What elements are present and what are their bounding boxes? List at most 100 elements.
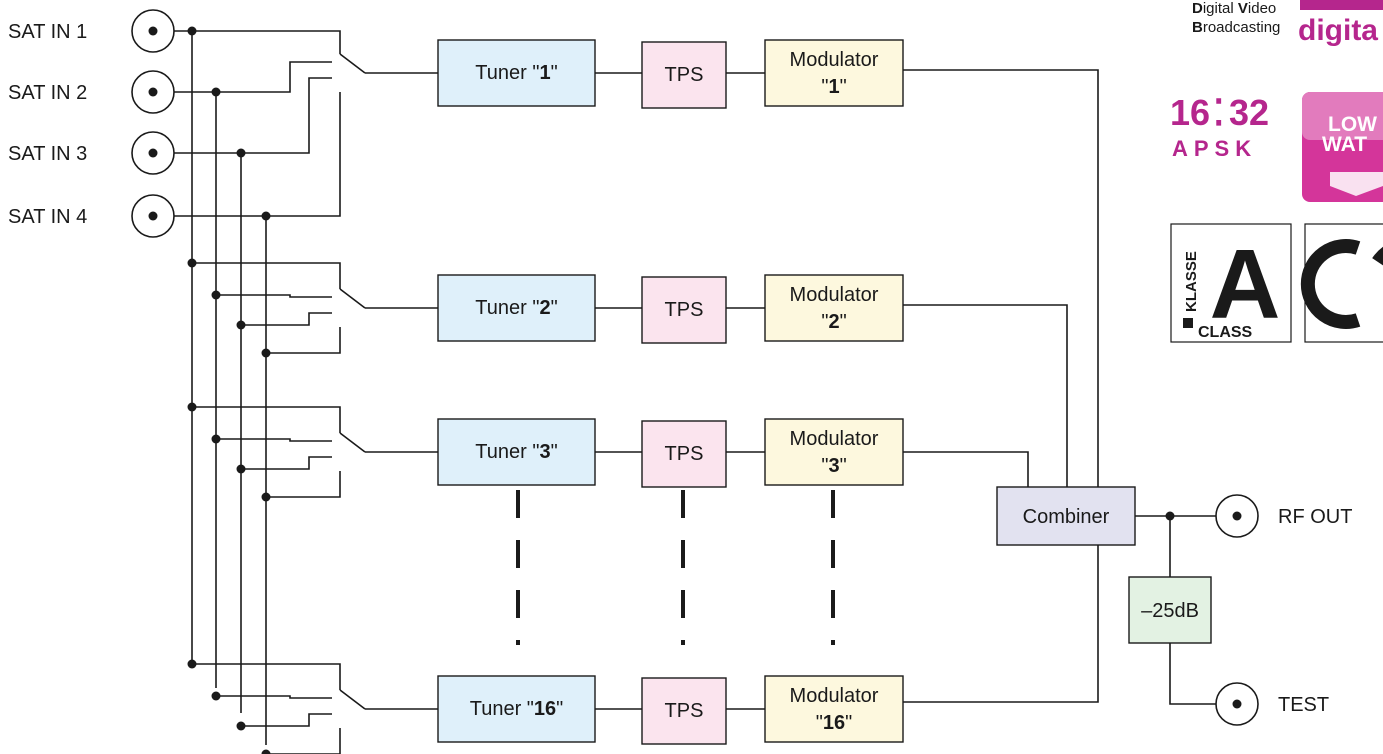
tps-box xyxy=(641,276,727,344)
modulator-output-wire xyxy=(903,451,1029,487)
sat-input-label: SAT IN 4 xyxy=(8,206,87,228)
low-water-text-1: LOW xyxy=(1328,113,1377,136)
dvb-text: roadcasting xyxy=(1203,19,1281,36)
connector-pin xyxy=(148,26,158,36)
apsk-number-16: 16 xyxy=(1170,92,1210,133)
tps-label: TPS xyxy=(665,64,704,86)
switch-leg xyxy=(192,663,341,690)
attenuator-label: –25dB xyxy=(1141,600,1199,622)
switch-leg xyxy=(216,294,332,298)
digital-logo-word: digita xyxy=(1298,14,1378,47)
switch-leg xyxy=(241,713,332,727)
switch-leg xyxy=(241,312,332,326)
modulator-quote: " xyxy=(845,712,852,734)
sat-input-connector xyxy=(131,70,175,114)
modulator-number: 16 xyxy=(823,712,845,734)
switch-leg xyxy=(241,456,332,470)
switch-leg xyxy=(266,92,341,217)
modulator-number: 3 xyxy=(828,455,839,477)
modulator-output-wire xyxy=(903,69,1099,487)
modulator-label: Modulator xyxy=(790,685,879,707)
rf-out-label: RF OUT xyxy=(1278,506,1352,528)
modulator-number-line: "2" xyxy=(821,311,846,333)
rf-out-connector xyxy=(1215,494,1259,538)
tuner-suffix: " xyxy=(556,698,563,720)
tuner-box xyxy=(437,274,596,342)
tuner-number: 2 xyxy=(539,297,550,319)
tps-box xyxy=(641,420,727,488)
modulator-quote: " xyxy=(840,455,847,477)
modulator-label: Modulator xyxy=(790,428,879,450)
apsk-number-32: 32 xyxy=(1229,92,1269,133)
klasse-class-text: CLASS xyxy=(1198,324,1253,341)
switch-blade xyxy=(339,53,366,74)
switch-leg xyxy=(192,30,341,54)
tuner-label: Tuner "3" xyxy=(475,441,557,463)
sat-input-connector xyxy=(131,9,175,53)
switch-leg xyxy=(266,471,341,498)
switch-leg xyxy=(216,438,332,442)
switch-leg xyxy=(266,327,341,354)
connector-pin xyxy=(148,148,158,158)
switch-leg xyxy=(192,262,341,289)
connector-pin xyxy=(1232,511,1242,521)
switch-leg xyxy=(241,77,332,154)
low-water-text-2: WAT xyxy=(1322,133,1367,156)
tuner-label: Tuner "16" xyxy=(470,698,564,720)
dvb-logo-line1: Digital Video xyxy=(1192,0,1276,17)
switch-blade xyxy=(339,288,366,309)
ce-e-icon xyxy=(1372,246,1383,266)
tuner-number: 3 xyxy=(539,441,550,463)
modulator-box xyxy=(764,274,904,342)
modulator-quote: " xyxy=(821,455,828,477)
ce-c-icon xyxy=(1300,239,1361,329)
modulator-label: Modulator xyxy=(790,284,879,306)
tuner-label: Tuner "1" xyxy=(475,62,557,84)
test-output-wire xyxy=(1169,643,1216,705)
digital-logo-bar xyxy=(1300,0,1383,10)
dvb-logo-line2: Broadcasting xyxy=(1192,19,1280,36)
connector-pin xyxy=(1232,699,1242,709)
tuner-box xyxy=(437,39,596,107)
tps-box xyxy=(641,41,727,109)
apsk-label: APSK xyxy=(1172,136,1257,161)
tuner-number: 1 xyxy=(539,62,550,84)
tuner-box xyxy=(437,418,596,486)
klasse-vertical-text: KLASSE xyxy=(1183,251,1200,312)
sat-input-connector xyxy=(131,131,175,175)
modulator-quote: " xyxy=(821,311,828,333)
tuner-suffix: " xyxy=(551,297,558,319)
sat-input-label: SAT IN 3 xyxy=(8,143,87,165)
tps-label: TPS xyxy=(665,700,704,722)
dvb-bold: V xyxy=(1238,0,1248,17)
switch-leg xyxy=(266,728,341,754)
low-water-badge-top xyxy=(1302,92,1383,140)
tuner-prefix: Tuner " xyxy=(470,698,534,720)
modulator-box xyxy=(764,418,904,486)
klasse-square xyxy=(1183,318,1193,328)
connector-pin xyxy=(148,211,158,221)
switch-leg xyxy=(192,406,341,433)
modulator-number: 2 xyxy=(828,311,839,333)
tuner-prefix: Tuner " xyxy=(475,441,539,463)
dvb-text: igital xyxy=(1203,0,1238,17)
sat-input-connector xyxy=(131,194,175,238)
tuner-prefix: Tuner " xyxy=(475,62,539,84)
dvb-text: ideo xyxy=(1248,0,1276,17)
modulator-quote: " xyxy=(816,712,823,734)
tuner-suffix: " xyxy=(551,62,558,84)
dvb-bold: D xyxy=(1192,0,1203,17)
klasse-letter: A xyxy=(1210,229,1281,339)
modulator-label: Modulator xyxy=(790,49,879,71)
sat-input-label: SAT IN 2 xyxy=(8,82,87,104)
connector-pin xyxy=(148,87,158,97)
tps-label: TPS xyxy=(665,443,704,465)
tps-box xyxy=(641,677,727,745)
combiner-label: Combiner xyxy=(1023,506,1110,528)
switch-leg xyxy=(216,695,332,699)
tuner-box xyxy=(437,675,596,743)
tuner-label: Tuner "2" xyxy=(475,297,557,319)
modulator-number-line: "16" xyxy=(816,712,852,734)
modulator-quote: " xyxy=(840,311,847,333)
